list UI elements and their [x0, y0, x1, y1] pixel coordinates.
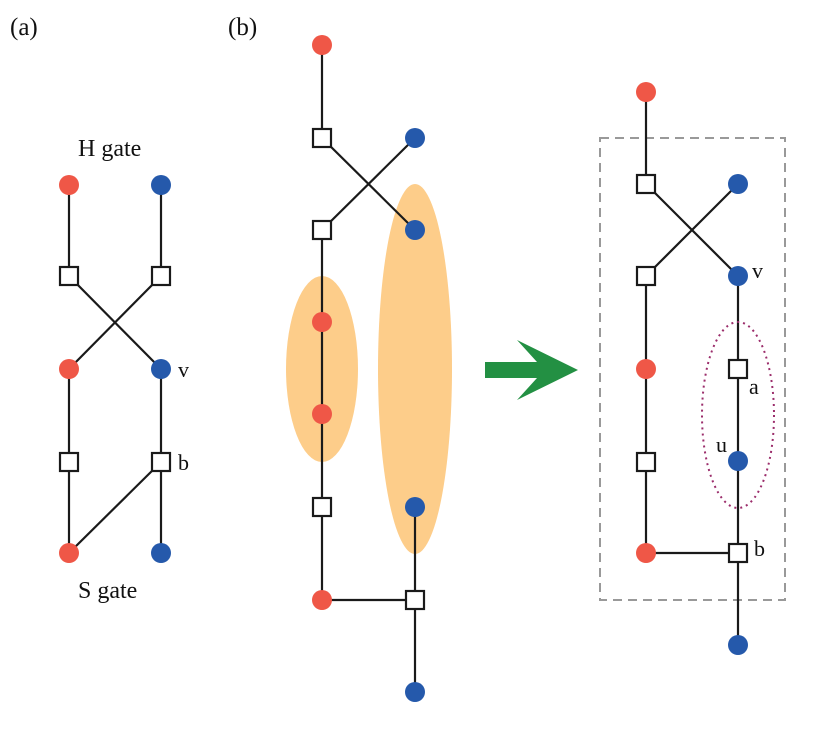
- gate-box: [311, 496, 333, 518]
- node-u-label: u: [716, 432, 727, 457]
- red-node: [312, 312, 332, 332]
- gate-box-a: [727, 358, 749, 380]
- panel-a: H gate S gate v b: [58, 136, 189, 604]
- gate-box: [635, 173, 657, 195]
- red-node: [636, 359, 656, 379]
- edge: [68, 275, 162, 370]
- node-b-label: b: [178, 450, 189, 475]
- blue-node-v: [728, 266, 748, 286]
- blue-node: [151, 175, 171, 195]
- gate-box: [635, 265, 657, 287]
- blue-node: [405, 682, 425, 702]
- red-node: [59, 543, 79, 563]
- gate-box: [635, 451, 657, 473]
- edge: [68, 461, 162, 554]
- red-node: [636, 543, 656, 563]
- gate-box: [404, 589, 426, 611]
- red-node: [59, 359, 79, 379]
- blue-node: [728, 635, 748, 655]
- gate-box: [58, 451, 80, 473]
- blue-node: [728, 174, 748, 194]
- panel-b-right-edges: [644, 92, 740, 645]
- panel-a-label: (a): [10, 14, 38, 41]
- gate-box: [150, 265, 172, 287]
- node-a-label: a: [749, 374, 759, 399]
- node-v-label: v: [752, 258, 763, 283]
- edge: [321, 137, 416, 231]
- s-gate-label: S gate: [78, 578, 137, 604]
- h-gate-label: H gate: [78, 136, 141, 162]
- gate-box-b: [727, 542, 749, 564]
- red-node: [312, 404, 332, 424]
- gate-box: [311, 127, 333, 149]
- transform-arrow-icon: [485, 340, 578, 400]
- red-node: [312, 590, 332, 610]
- edge: [645, 183, 739, 277]
- gate-box: [58, 265, 80, 287]
- panel-a-edges: [67, 185, 163, 554]
- blue-node: [405, 497, 425, 517]
- blue-node-u: [728, 451, 748, 471]
- gate-box-b: [150, 451, 172, 473]
- red-node: [636, 82, 656, 102]
- dotted-ellipse: [701, 321, 775, 509]
- dashed-region-box: [599, 137, 786, 601]
- gate-box: [311, 219, 333, 241]
- node-v-label: v: [178, 357, 189, 382]
- red-node: [59, 175, 79, 195]
- blue-node: [151, 543, 171, 563]
- blue-node: [405, 128, 425, 148]
- red-node: [312, 35, 332, 55]
- highlight-ellipse-right: [378, 184, 452, 554]
- blue-node-v: [151, 359, 171, 379]
- panel-b-right: v a u b: [599, 82, 786, 655]
- node-b-label: b: [754, 536, 765, 561]
- panel-b-label: (b): [228, 14, 257, 41]
- panel-b-left: [286, 35, 452, 702]
- blue-node: [405, 220, 425, 240]
